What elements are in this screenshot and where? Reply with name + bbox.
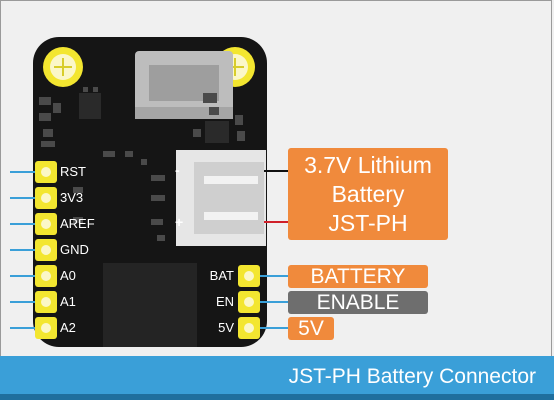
- pin-label-a0: A0: [60, 268, 76, 283]
- pin-label-bat: BAT: [209, 268, 234, 283]
- smd-component: [151, 175, 165, 181]
- pin-rst: [35, 161, 57, 183]
- smd-component: [141, 159, 147, 165]
- battery-callout-line2: Battery: [331, 181, 405, 207]
- pin-3v3: [35, 187, 57, 209]
- pin-a2: [35, 317, 57, 339]
- pin-gnd: [35, 239, 57, 261]
- pin-label-5v: 5V: [218, 320, 234, 335]
- footer-strip: [0, 394, 554, 400]
- pin-label-gnd: GND: [60, 242, 89, 257]
- pin-lead: [260, 301, 288, 303]
- battery-wire-black: [264, 170, 290, 172]
- pin-lead: [10, 249, 36, 251]
- smd-component: [103, 151, 115, 157]
- footer-bar: JST-PH Battery Connector: [0, 356, 554, 400]
- pin-en: [238, 291, 260, 313]
- pin-bat: [238, 265, 260, 287]
- pin-lead: [10, 171, 36, 173]
- microcontroller-chip: [103, 263, 197, 347]
- jst-plus-label: +: [175, 214, 184, 230]
- pin-label-a2: A2: [60, 320, 76, 335]
- smd-component: [237, 131, 245, 141]
- smd-component: [73, 217, 83, 223]
- smd-component: [73, 187, 83, 193]
- smd-component: [41, 141, 55, 147]
- smd-component: [203, 93, 217, 103]
- pin-lead: [10, 327, 36, 329]
- v5-callout: 5V: [288, 317, 334, 340]
- jst-minus-label: -: [175, 162, 180, 178]
- smd-component: [151, 219, 163, 225]
- pin-a0: [35, 265, 57, 287]
- pin-label-en: EN: [215, 294, 234, 309]
- battery-callout: 3.7V Lithium Battery JST-PH: [288, 148, 448, 240]
- pin-label-aref: AREF: [60, 216, 95, 231]
- smd-component: [39, 113, 51, 121]
- smd-component: [43, 129, 53, 137]
- pin-5v: [238, 317, 260, 339]
- pin-lead: [10, 223, 36, 225]
- smd-component: [39, 97, 51, 105]
- battery-callout-line1: 3.7V Lithium: [304, 152, 432, 178]
- smd-component: [83, 87, 88, 92]
- smd-component: [151, 195, 165, 201]
- bat-callout: BATTERY: [288, 265, 428, 288]
- small-chip: [205, 121, 229, 143]
- pin-lead: [260, 327, 288, 329]
- mounting-hole-left: [43, 47, 83, 87]
- smd-component: [235, 115, 243, 125]
- smd-component: [53, 103, 61, 113]
- pin-label-a1: A1: [60, 294, 76, 309]
- jst-ph-connector: [176, 150, 266, 246]
- battery-callout-line3: JST-PH: [328, 210, 408, 236]
- footer-title: JST-PH Battery Connector: [288, 365, 536, 388]
- pin-label-rst: RST: [60, 164, 86, 179]
- pin-lead: [260, 275, 288, 277]
- smd-component: [93, 87, 98, 92]
- smd-component: [193, 129, 201, 137]
- pin-lead: [10, 197, 36, 199]
- pin-aref: [35, 213, 57, 235]
- smd-component: [209, 107, 219, 115]
- battery-wire-red: [264, 221, 290, 223]
- pin-a1: [35, 291, 57, 313]
- pin-lead: [10, 275, 36, 277]
- regulator-chip: [79, 93, 101, 119]
- pin-label-3v3: 3V3: [60, 190, 84, 205]
- smd-component: [157, 235, 165, 241]
- smd-component: [125, 151, 133, 157]
- pin-lead: [10, 301, 36, 303]
- en-callout: ENABLE: [288, 291, 428, 314]
